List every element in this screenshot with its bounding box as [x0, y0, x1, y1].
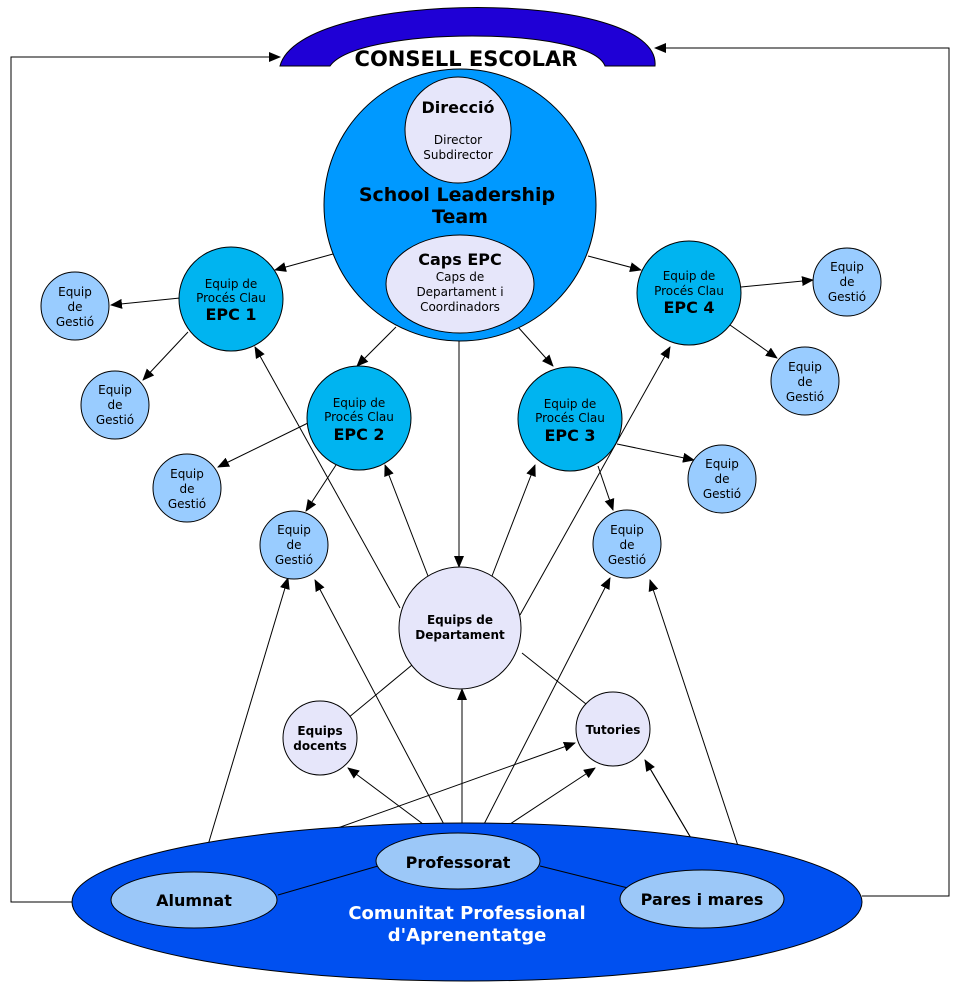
- gestio-4: Equip de Gestió: [259, 510, 329, 580]
- svg-text:Equip: Equip: [610, 523, 644, 537]
- svg-text:de: de: [840, 275, 855, 289]
- svg-text:Equip: Equip: [277, 523, 311, 537]
- gestio-5: Equip de Gestió: [592, 509, 662, 579]
- gestio-6: Equip de Gestió: [687, 444, 757, 514]
- svg-text:Equip de: Equip de: [663, 269, 716, 283]
- connections: [110, 253, 814, 874]
- svg-text:de: de: [180, 482, 195, 496]
- svg-text:Equips: Equips: [297, 724, 342, 738]
- svg-text:Gestió: Gestió: [275, 553, 313, 567]
- svg-text:Gestió: Gestió: [168, 497, 206, 511]
- epc-1-label: EPC 1: [205, 305, 256, 324]
- svg-text:Equip: Equip: [170, 467, 204, 481]
- direccio-line1: Director: [434, 133, 482, 147]
- caps-epc-line2: Departament i: [416, 285, 503, 299]
- caps-epc-line1: Caps de: [436, 270, 484, 284]
- svg-text:Procés Clau: Procés Clau: [535, 411, 605, 425]
- epc-3: Equip de Procés Clau EPC 3: [517, 366, 623, 472]
- loop-arrow-right: [654, 43, 950, 897]
- gestio-8: Equip de Gestió: [812, 247, 882, 317]
- svg-text:de: de: [620, 538, 635, 552]
- caps-epc-ellipse: [385, 234, 535, 334]
- svg-text:Gestió: Gestió: [96, 413, 134, 427]
- gestio-3: Equip de Gestió: [152, 453, 222, 523]
- svg-text:Departament: Departament: [415, 628, 505, 642]
- svg-text:Gestió: Gestió: [786, 390, 824, 404]
- svg-text:Equip: Equip: [705, 457, 739, 471]
- svg-text:de: de: [798, 375, 813, 389]
- direccio-title: Direcció: [422, 98, 495, 117]
- gestio-2: Equip de Gestió: [80, 370, 150, 440]
- equips-docents: Equips docents: [282, 700, 358, 776]
- svg-text:Procés Clau: Procés Clau: [196, 291, 266, 305]
- svg-text:Procés Clau: Procés Clau: [324, 410, 394, 424]
- gestio-7: Equip de Gestió: [770, 346, 840, 416]
- svg-text:Equip de: Equip de: [205, 277, 258, 291]
- direccio-line2: Subdirector: [423, 148, 492, 162]
- svg-text:Equips de: Equips de: [427, 613, 493, 627]
- svg-text:Professorat: Professorat: [406, 853, 511, 872]
- caps-epc-line3: Coordinadors: [420, 300, 500, 314]
- consell-escolar-arch: [279, 7, 656, 67]
- svg-text:Gestió: Gestió: [703, 487, 741, 501]
- svg-text:de: de: [108, 398, 123, 412]
- svg-text:Equip: Equip: [830, 260, 864, 274]
- svg-text:Equip: Equip: [788, 360, 822, 374]
- direccio-circle: [404, 76, 512, 184]
- caps-epc-title: Caps EPC: [418, 250, 501, 269]
- gestio-1: Equip de Gestió: [40, 271, 110, 341]
- alumnat: Alumnat: [110, 871, 278, 929]
- consell-escolar-title: CONSELL ESCOLAR: [355, 47, 578, 71]
- svg-text:Gestió: Gestió: [608, 553, 646, 567]
- epc-4: Equip de Procés Clau EPC 4: [636, 240, 742, 346]
- svg-text:Equip: Equip: [58, 285, 92, 299]
- slt-title-line1: School Leadership: [359, 184, 555, 206]
- slt-title-line2: Team: [432, 206, 488, 228]
- svg-text:de: de: [287, 538, 302, 552]
- svg-text:Equip de: Equip de: [333, 396, 386, 410]
- equips-departament: Equips de Departament: [398, 566, 522, 690]
- comunitat-line2: d'Aprenentatge: [388, 925, 547, 946]
- svg-text:Gestió: Gestió: [56, 315, 94, 329]
- epc-1: Equip de Procés Clau EPC 1: [178, 246, 284, 352]
- svg-text:Equip: Equip: [98, 383, 132, 397]
- svg-text:de: de: [68, 300, 83, 314]
- svg-text:docents: docents: [293, 739, 347, 753]
- epc-3-label: EPC 3: [544, 426, 595, 445]
- svg-text:Alumnat: Alumnat: [156, 891, 232, 910]
- svg-text:Tutories: Tutories: [586, 723, 641, 737]
- epc-2: Equip de Procés Clau EPC 2: [306, 365, 412, 471]
- svg-text:Gestió: Gestió: [828, 290, 866, 304]
- pares-i-mares: Pares i mares: [619, 869, 785, 929]
- svg-text:Procés Clau: Procés Clau: [654, 284, 724, 298]
- svg-text:Pares i mares: Pares i mares: [641, 890, 764, 909]
- svg-text:de: de: [715, 472, 730, 486]
- epc-4-label: EPC 4: [663, 298, 714, 317]
- professorat: Professorat: [375, 832, 541, 890]
- loop-arrow-left: [10, 52, 281, 903]
- tutories: Tutories: [575, 691, 651, 767]
- comunitat-professional: Comunitat Professional d'Aprenentatge: [71, 822, 863, 982]
- svg-text:Equip de: Equip de: [544, 397, 597, 411]
- comunitat-line1: Comunitat Professional: [348, 903, 585, 924]
- epc-2-label: EPC 2: [333, 425, 384, 444]
